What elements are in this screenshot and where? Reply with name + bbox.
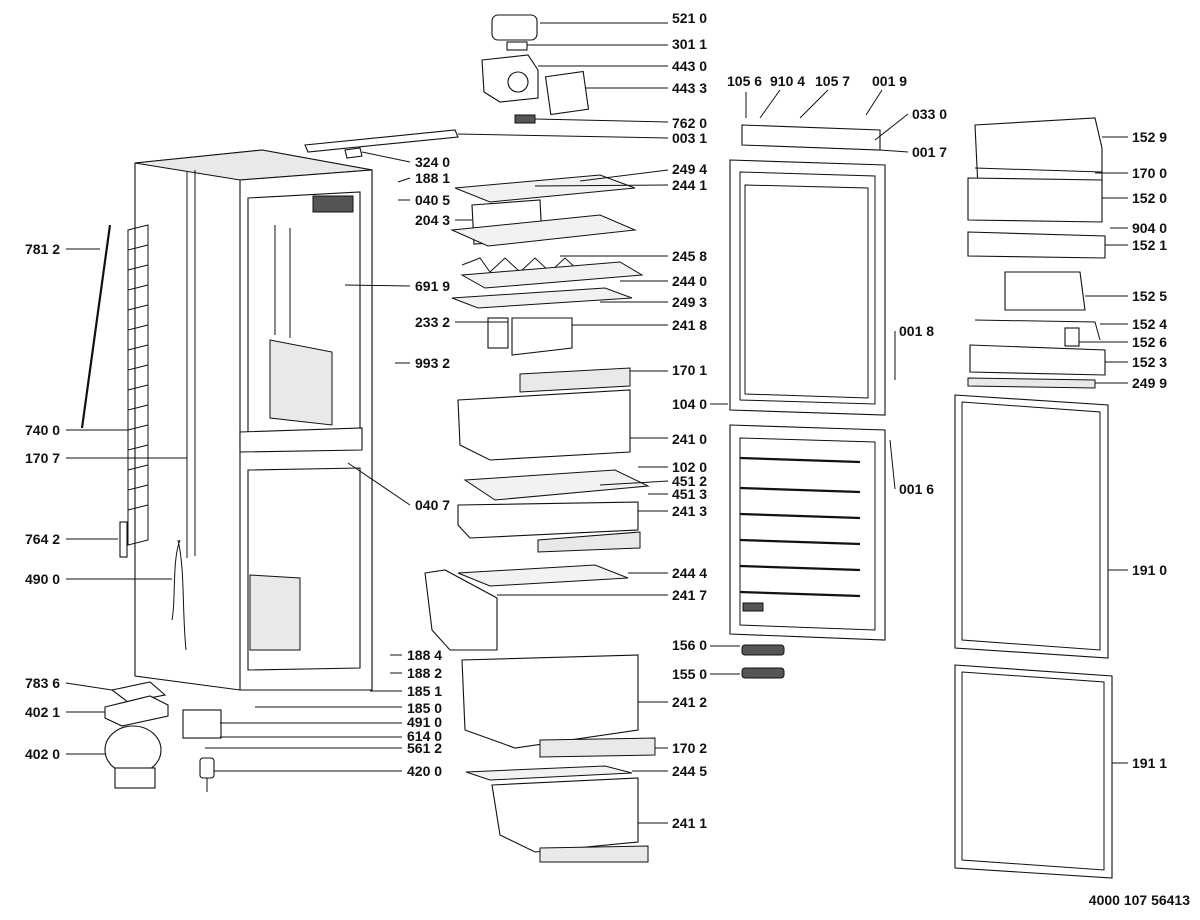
part-label: 152 5 [1132, 288, 1167, 304]
part-label: 155 0 [672, 666, 707, 682]
callout-leader [865, 89, 883, 116]
part-label: 491 0 [407, 714, 442, 730]
part-label: 249 9 [1132, 375, 1167, 391]
callout-leader [874, 113, 909, 141]
part-label: 233 2 [415, 314, 450, 330]
part-label: 443 3 [672, 80, 707, 96]
part-label: 241 3 [672, 503, 707, 519]
callout-leader [65, 682, 113, 691]
part-label: 521 0 [672, 10, 707, 26]
part-label: 001 9 [872, 73, 907, 89]
callout-leader [347, 462, 411, 506]
part-label: 185 0 [407, 700, 442, 716]
callout-leader [534, 118, 669, 123]
part-label: 451 3 [672, 486, 707, 502]
part-label: 185 1 [407, 683, 442, 699]
part-label: 245 8 [672, 248, 707, 264]
part-label: 104 0 [672, 396, 707, 412]
part-label: 324 0 [415, 154, 450, 170]
part-label: 420 0 [407, 763, 442, 779]
part-label: 249 4 [672, 161, 707, 177]
part-label: 001 6 [899, 481, 934, 497]
part-label: 451 2 [672, 473, 707, 489]
part-label: 105 7 [815, 73, 850, 89]
part-label: 740 0 [25, 422, 60, 438]
part-label: 152 3 [1132, 354, 1167, 370]
part-label: 910 4 [770, 73, 805, 89]
part-label: 152 4 [1132, 316, 1167, 332]
part-label: 170 0 [1132, 165, 1167, 181]
part-label: 191 1 [1132, 755, 1167, 771]
part-label: 204 3 [415, 212, 450, 228]
part-label: 764 2 [25, 531, 60, 547]
part-label: 003 1 [672, 130, 707, 146]
part-label: 402 0 [25, 746, 60, 762]
part-label: 241 7 [672, 587, 707, 603]
part-label: 993 2 [415, 355, 450, 371]
part-label: 152 6 [1132, 334, 1167, 350]
part-label: 001 7 [912, 144, 947, 160]
part-label: 402 1 [25, 704, 60, 720]
part-label: 244 4 [672, 565, 707, 581]
part-label: 443 0 [672, 58, 707, 74]
callout-leader [361, 151, 411, 163]
part-label: 152 1 [1132, 237, 1167, 253]
door-parts-drawing [954, 117, 1113, 879]
shelves-drawing [424, 174, 656, 863]
part-label: 105 6 [727, 73, 762, 89]
part-label: 781 2 [25, 241, 60, 257]
part-label: 191 0 [1132, 562, 1167, 578]
part-label: 490 0 [25, 571, 60, 587]
top-parts-drawing [304, 14, 590, 159]
part-label: 762 0 [672, 115, 707, 131]
left-parts-drawing [80, 224, 222, 792]
part-label: 244 0 [672, 273, 707, 289]
part-label: 188 2 [407, 665, 442, 681]
cabinet-drawing [134, 149, 373, 691]
callout-leader [457, 133, 669, 139]
part-label: 170 7 [25, 450, 60, 466]
callout-leader [889, 439, 896, 490]
part-label: 244 1 [672, 177, 707, 193]
callout-leader [534, 184, 669, 187]
part-label: 241 0 [672, 431, 707, 447]
callout-leader [599, 480, 669, 486]
callout-leader [759, 89, 781, 119]
part-label: 301 1 [672, 36, 707, 52]
part-label: 170 2 [672, 740, 707, 756]
part-label: 170 1 [672, 362, 707, 378]
part-label: 241 8 [672, 317, 707, 333]
part-label: 040 5 [415, 192, 450, 208]
doors-drawing [729, 124, 886, 679]
part-label: 783 6 [25, 675, 60, 691]
part-label: 614 0 [407, 728, 442, 744]
part-label: 152 9 [1132, 129, 1167, 145]
part-label: 691 9 [415, 278, 450, 294]
callout-leader [879, 149, 909, 153]
reference-number: 4000 107 56413 [1089, 892, 1190, 908]
part-label: 241 2 [672, 694, 707, 710]
callout-leader [397, 177, 411, 183]
part-label: 033 0 [912, 106, 947, 122]
part-label: 152 0 [1132, 190, 1167, 206]
part-label: 561 2 [407, 740, 442, 756]
part-label: 102 0 [672, 459, 707, 475]
callout-leader [579, 169, 669, 182]
part-label: 188 1 [415, 170, 450, 186]
part-label: 904 0 [1132, 220, 1167, 236]
part-label: 001 8 [899, 323, 934, 339]
part-label: 188 4 [407, 647, 442, 663]
part-label: 156 0 [672, 637, 707, 653]
part-label: 244 5 [672, 763, 707, 779]
callout-leader [799, 89, 829, 119]
part-label: 241 1 [672, 815, 707, 831]
part-label: 040 7 [415, 497, 450, 513]
part-label: 249 3 [672, 294, 707, 310]
callout-leader [344, 284, 411, 287]
